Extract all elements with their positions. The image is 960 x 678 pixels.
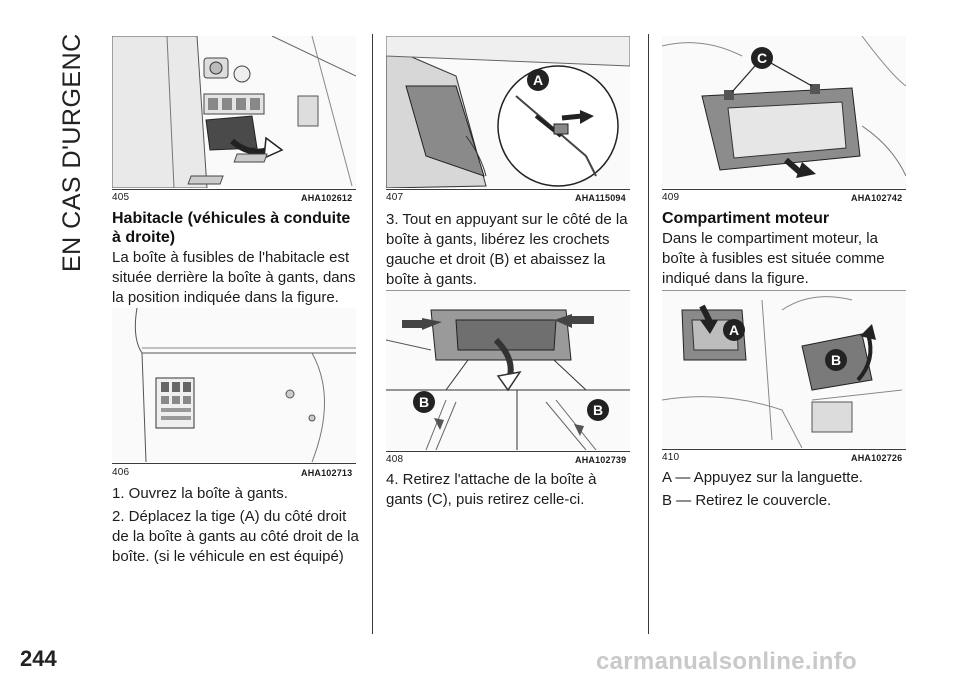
callout-b-right-label: B (593, 402, 603, 418)
figure-407-code: AHA115094 (575, 193, 626, 203)
figure-408-illustration: B B (386, 290, 630, 450)
section-heading-habitacle: Habitacle (véhicules à conduite à droite… (112, 210, 351, 246)
column-divider (372, 34, 373, 634)
paragraph-compartiment-moteur: Dans le compartiment moteur, la boîte à … (662, 230, 885, 287)
step-2: 2. Déplacez la tige (A) du côté droit de… (112, 508, 359, 565)
section-title: EN CAS D'URGENCE (54, 32, 88, 272)
page-number: 244 (20, 646, 57, 671)
watermark: carmanualsonline.info (596, 648, 858, 675)
figure-409-number: 409 (662, 192, 680, 203)
section-heading-compartiment-moteur: Compartiment moteur (662, 210, 830, 227)
figure-408-number: 408 (386, 454, 404, 465)
callout-b-label: B (831, 352, 841, 368)
step-4: 4. Retirez l'attache de la boîte à gants… (386, 471, 597, 508)
section-title-text: EN CAS D'URGENCE (58, 32, 86, 272)
figure-410-code: AHA102726 (851, 453, 903, 463)
figure-409-illustration: C (662, 36, 906, 188)
figure-408-code: AHA102739 (575, 455, 627, 465)
callout-a-label: A (533, 72, 543, 88)
figure-407-number: 407 (386, 192, 404, 203)
figure-410-number: 410 (662, 452, 680, 463)
figure-rule (112, 463, 356, 464)
paragraph-habitacle: La boîte à fusibles de l'habitacle est s… (112, 249, 356, 306)
callout-c-label: C (757, 50, 767, 66)
figure-406-illustration (112, 308, 356, 462)
figure-rule (662, 189, 906, 190)
figure-rule (386, 451, 630, 452)
list-item-b: B — Retirez le couvercle. (662, 492, 832, 509)
figure-rule (386, 189, 630, 190)
figure-406-code: AHA102713 (301, 468, 353, 478)
figure-410-illustration: A B (662, 290, 906, 448)
figure-rule (112, 189, 356, 190)
list-item-a: A — Appuyez sur la languette. (662, 469, 863, 486)
column-divider (648, 34, 649, 634)
callout-b-left-label: B (419, 394, 429, 410)
figure-405-code: AHA102612 (301, 193, 353, 203)
figure-405-number: 405 (112, 192, 130, 203)
step-1: 1. Ouvrez la boîte à gants. (112, 485, 288, 502)
callout-a-label: A (729, 322, 739, 338)
figure-rule (662, 449, 906, 450)
figure-405-illustration (112, 36, 356, 188)
figure-406-number: 406 (112, 467, 130, 478)
step-3: 3. Tout en appuyant sur le côté de la bo… (386, 211, 628, 288)
figure-407-illustration: A (386, 36, 630, 188)
figure-409-code: AHA102742 (851, 193, 903, 203)
